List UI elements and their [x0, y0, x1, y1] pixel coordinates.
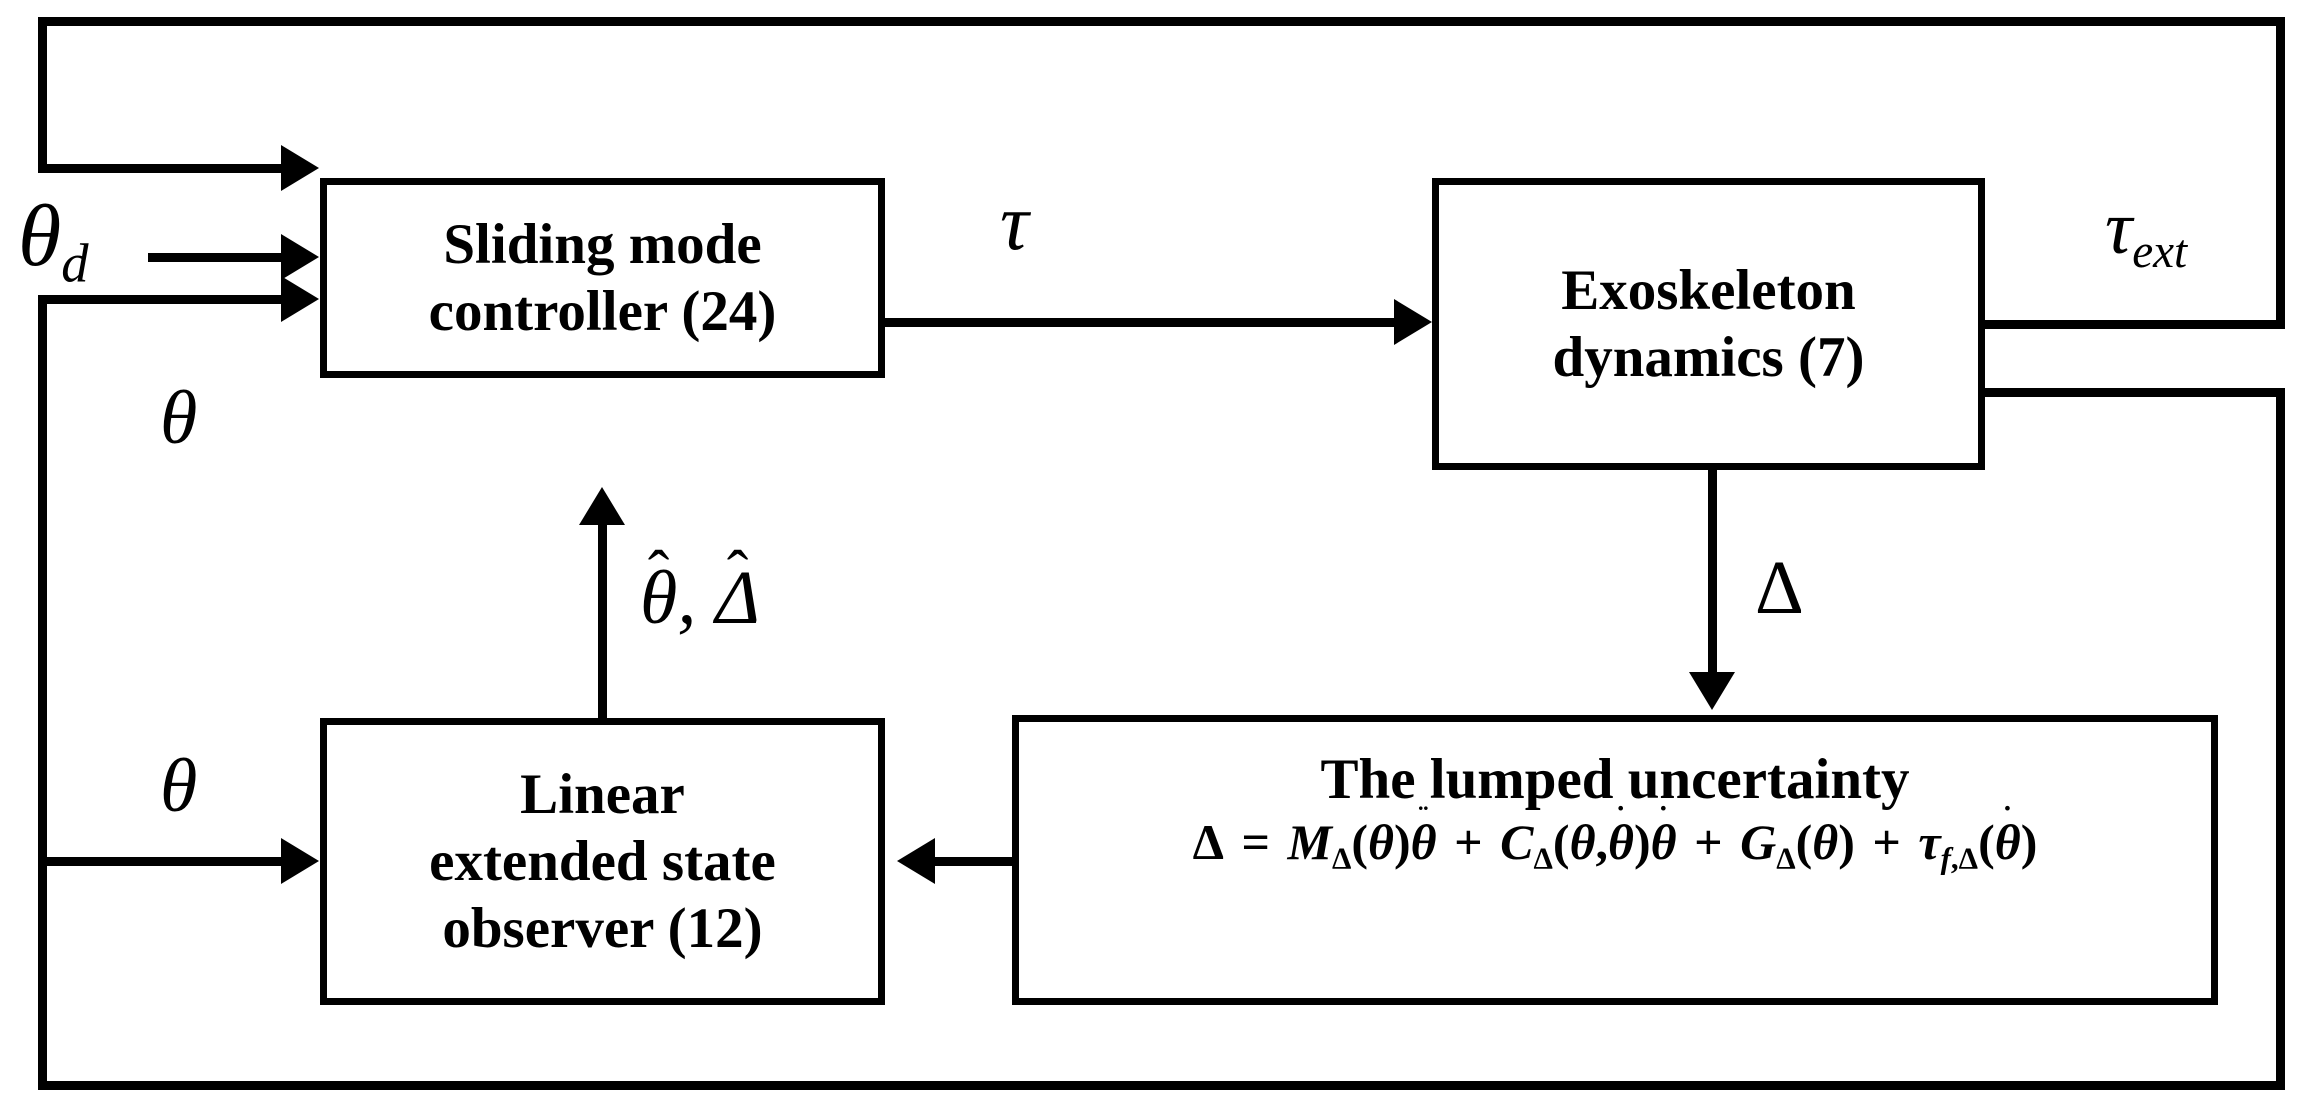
block-lumped-uncertainty[interactable]: The lumped uncertainty Δ = MΔ(θ)θ¨ + CΔ(… [1012, 715, 2218, 1005]
feedback-bottom-horizontal [38, 1081, 2285, 1090]
feedback-bottom-right-vertical [2276, 388, 2285, 1090]
label-theta-feedback-upper: θ [160, 376, 198, 460]
delta-hat-symbol: Δ̂ [715, 556, 760, 640]
estimates-separator: , [677, 556, 697, 640]
sliding-mode-controller-line-1: Sliding mode [443, 212, 762, 276]
tau-ext-symbol: τ [2105, 186, 2133, 270]
lumped-uncertainty-title: The lumped uncertainty [1320, 748, 1910, 811]
estimates-signal-line [598, 523, 607, 723]
observer-line-1: Linear [520, 762, 685, 826]
label-tau: τ [1000, 183, 1029, 263]
theta-d-subscript: d [61, 232, 89, 294]
feedback-top-left-vertical [38, 17, 47, 172]
observer-line-2: extended state [429, 829, 776, 893]
feedback-top-horizontal [38, 17, 2285, 26]
feedback-top-into-controller [38, 164, 283, 173]
arrowhead-observer-input [281, 838, 319, 884]
theta-d-symbol: θ [18, 188, 62, 285]
uncertainty-to-observer-line [935, 857, 1015, 866]
label-tau-ext: τext [2105, 190, 2187, 276]
block-sliding-mode-controller[interactable]: Sliding mode controller (24) [320, 178, 885, 378]
observer-line-3: observer (12) [442, 897, 763, 961]
feedback-top-right-vertical [2276, 17, 2285, 329]
arrowhead-controller-input-1 [281, 145, 319, 191]
feedback-bottom-left-vertical [38, 295, 47, 1090]
exoskeleton-dynamics-line-1: Exoskeleton [1561, 258, 1856, 322]
arrowhead-exoskeleton-input [1394, 299, 1432, 345]
block-linear-extended-state-observer[interactable]: Linear extended state observer (12) [320, 718, 885, 1005]
label-estimates: θ̂, Δ̂ [640, 560, 760, 636]
arrowhead-controller-estimate-input [579, 487, 625, 525]
exoskeleton-output-lower-horizontal [1978, 388, 2285, 397]
theta-hat-symbol: θ̂ [640, 556, 678, 640]
label-delta: Δ [1755, 546, 1804, 630]
exoskeleton-dynamics-line-2: dynamics (7) [1552, 326, 1865, 389]
theta-d-input-line [148, 253, 283, 262]
theta-into-observer-line [38, 857, 283, 866]
arrowhead-observer-right-input [897, 838, 935, 884]
tau-ext-subscript: ext [2132, 226, 2188, 279]
feedback-theta-into-controller [38, 295, 283, 304]
arrowhead-controller-input-2 [281, 234, 319, 280]
tau-symbol: τ [1000, 179, 1029, 267]
block-exoskeleton-dynamics[interactable]: Exoskeleton dynamics (7) [1432, 178, 1985, 470]
sliding-mode-controller-line-2: controller (24) [428, 280, 777, 343]
arrowhead-controller-input-3 [281, 276, 319, 322]
tau-signal-line [885, 318, 1395, 327]
lumped-uncertainty-equation: Δ = MΔ(θ)θ¨ + CΔ(θ,θ˙)θ˙ + GΔ(θ) + τf,Δ(… [1192, 799, 2038, 876]
delta-signal-line [1708, 470, 1717, 677]
label-theta-feedback-lower: θ [160, 744, 198, 828]
arrowhead-lumped-uncertainty-input [1689, 672, 1735, 710]
exoskeleton-output-upper-horizontal [1978, 320, 2285, 329]
label-theta-d: θd [18, 193, 89, 291]
